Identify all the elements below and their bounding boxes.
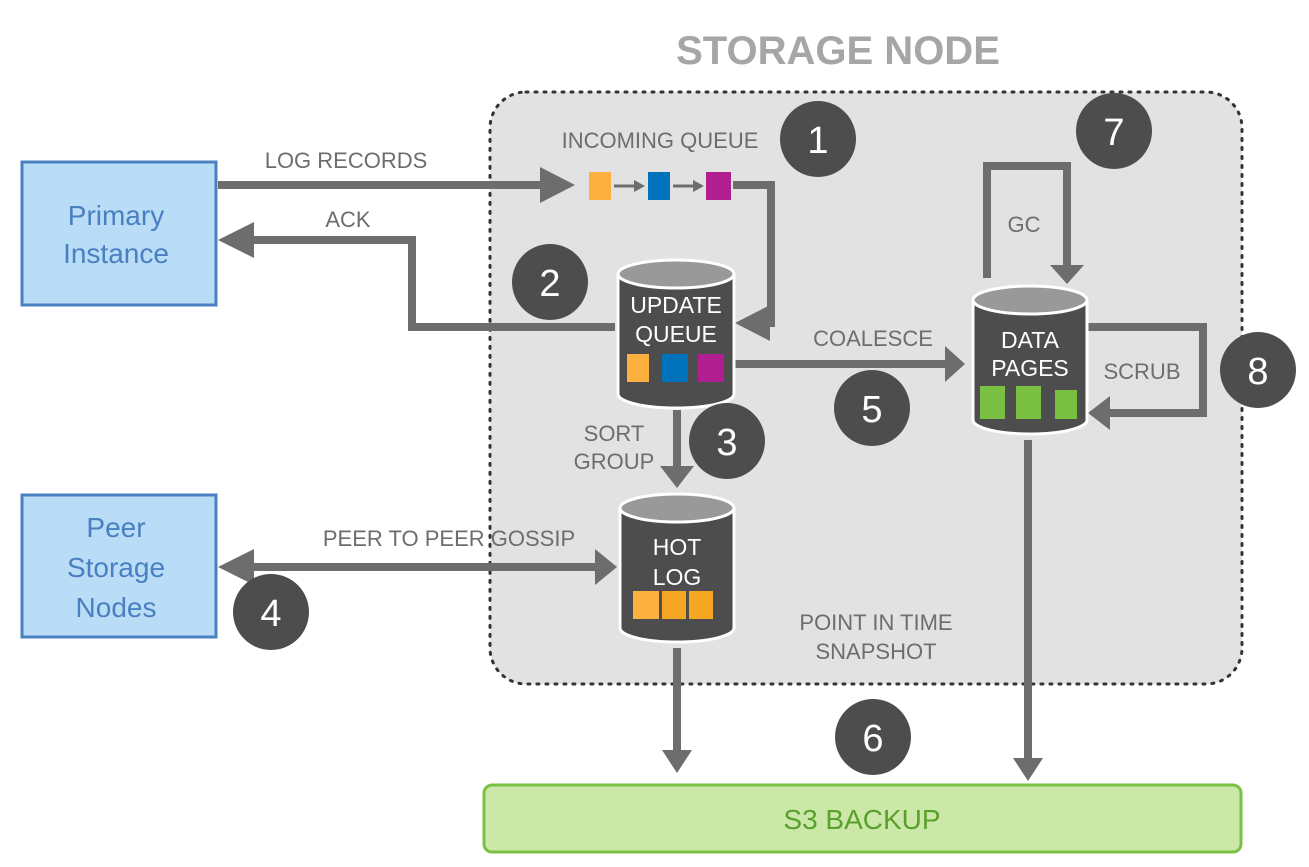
peer-storage-nodes-box[interactable]: Peer Storage Nodes (20, 493, 218, 639)
data-pages-store[interactable]: DATA PAGES (971, 284, 1089, 436)
incoming-record-orange (589, 172, 611, 200)
update-queue-store[interactable]: UPDATE QUEUE (616, 258, 736, 410)
step-badge-7: 7 (1076, 93, 1152, 169)
update-queue-label-line2: QUEUE (635, 321, 717, 347)
hot-log-record-2 (662, 591, 686, 619)
step-badge-4: 4 (233, 574, 309, 650)
update-record-blue (662, 354, 688, 382)
peer-gossip-label: PEER TO PEER GOSSIP (323, 526, 575, 551)
snapshot-label-line2: SNAPSHOT (815, 639, 936, 664)
s3-backup-label: S3 BACKUP (783, 804, 940, 835)
ack-label: ACK (325, 207, 371, 232)
step-number: 8 (1247, 351, 1268, 393)
incoming-queue (589, 172, 731, 200)
update-queue-label-line1: UPDATE (630, 292, 722, 318)
step-badge-1: 1 (780, 101, 856, 177)
incoming-small-arrow-icon (693, 180, 704, 192)
data-page-green-3 (1055, 390, 1077, 419)
datapages-to-s3-arrowhead-icon (1013, 758, 1043, 781)
primary-instance-label-line2: Instance (63, 238, 169, 269)
scrub-arrowhead-icon (1088, 396, 1110, 430)
peer-storage-label-line1: Peer (86, 512, 145, 543)
s3-backup-box[interactable]: S3 BACKUP (482, 783, 1243, 854)
ack-arrow-line (240, 236, 615, 331)
sort-group-label-line1: SORT (584, 421, 645, 446)
update-record-magenta (698, 354, 724, 382)
gc-label: GC (1008, 212, 1041, 237)
update-record-orange (627, 354, 649, 382)
primary-instance-box[interactable]: Primary Instance (20, 160, 218, 307)
peer-storage-label-line3: Nodes (76, 592, 157, 623)
hotlog-to-s3-arrowhead-icon (662, 750, 692, 773)
coalesce-label: COALESCE (813, 326, 933, 351)
data-page-green-1 (980, 386, 1005, 419)
peer-gossip-left-arrowhead-icon (218, 549, 254, 585)
peer-storage-label-line2: Storage (67, 552, 165, 583)
log-records-arrowhead-icon (540, 167, 575, 203)
step-badge-6: 6 (835, 699, 911, 775)
data-page-green-2 (1016, 386, 1041, 419)
scrub-label: SCRUB (1103, 359, 1180, 384)
coalesce-arrowhead-icon (945, 346, 965, 382)
step-number: 6 (862, 718, 883, 760)
peer-gossip-right-arrowhead-icon (595, 549, 617, 585)
incoming-small-arrow-icon (634, 180, 645, 192)
step-number: 5 (861, 389, 882, 431)
gc-loop-arrow-line (983, 162, 1071, 278)
hot-log-record-3 (689, 591, 713, 619)
incoming-record-blue (648, 172, 670, 200)
ack-arrowhead-icon (218, 222, 254, 258)
incoming-to-update-arrowhead-icon (735, 305, 770, 341)
data-pages-label-line1: DATA (1001, 327, 1060, 353)
sort-group-label-line2: GROUP (574, 449, 655, 474)
primary-instance-label-line1: Primary (68, 200, 164, 231)
step-number: 7 (1103, 112, 1124, 154)
step-badge-2: 2 (512, 244, 588, 320)
log-records-label: LOG RECORDS (265, 148, 428, 173)
step-number: 4 (260, 593, 281, 635)
diagram-title: STORAGE NODE (676, 29, 1000, 73)
step-number: 2 (539, 263, 560, 305)
incoming-record-magenta (706, 172, 731, 200)
hot-log-label-line2: LOG (653, 564, 702, 590)
hot-log-record-1 (633, 591, 659, 619)
gc-arrowhead-icon (1050, 265, 1084, 284)
step-badge-5: 5 (834, 370, 910, 446)
step-number: 3 (716, 422, 737, 464)
scrub-loop-arrow-line (1085, 323, 1207, 417)
step-number: 1 (807, 120, 828, 162)
step-badge-8: 8 (1220, 332, 1296, 408)
step-badge-3: 3 (689, 403, 765, 479)
sort-group-arrowhead-icon (660, 466, 694, 488)
snapshot-label-line1: POINT IN TIME (799, 610, 952, 635)
incoming-queue-label: INCOMING QUEUE (562, 128, 759, 153)
hot-log-store[interactable]: HOT LOG (618, 492, 736, 644)
data-pages-label-line2: PAGES (991, 355, 1069, 381)
hot-log-label-line1: HOT (653, 534, 702, 560)
